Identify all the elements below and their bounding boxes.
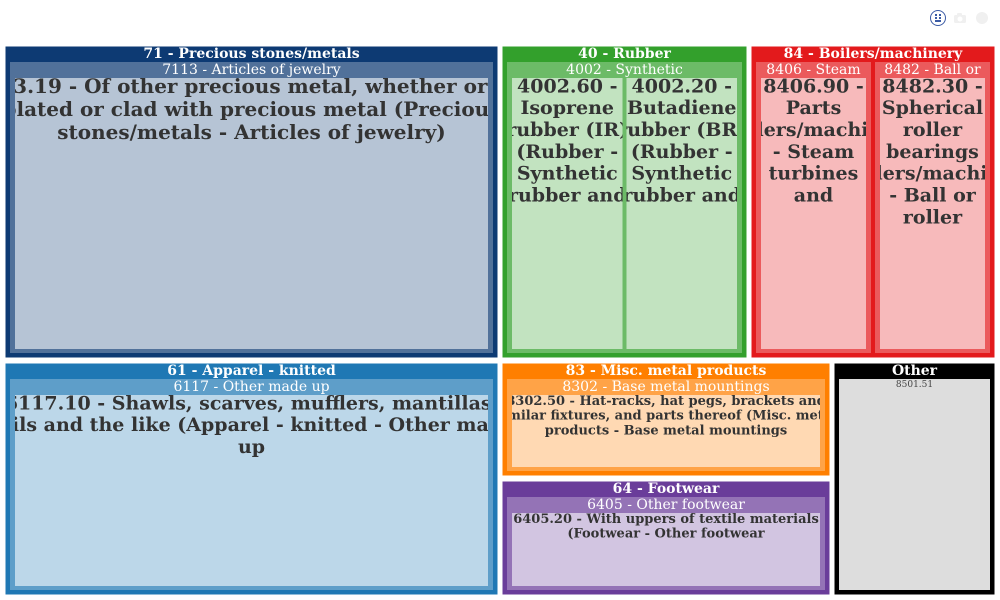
- leaf-label: 8302.50 - Hat-racks, hat pegs, brackets …: [495, 394, 837, 439]
- leaf-rect[interactable]: [839, 379, 990, 590]
- subgroup-label: 6117 - Other made up: [173, 379, 329, 395]
- group-label: 64 - Footwear: [613, 481, 720, 497]
- subgroup-label: 8482 - Ball or: [884, 62, 981, 78]
- leaf-rect[interactable]: [880, 78, 985, 349]
- leaf-label: 7113.19 - Of other precious metal, wheth…: [0, 74, 532, 144]
- subgroup-label: 7113 - Articles of jewelry: [162, 62, 341, 78]
- subgroup-label: 8406 - Steam: [766, 62, 860, 78]
- leaf-label: 8482.30 -Sphericalrollerbearings(Boilers…: [831, 75, 1000, 228]
- leaf-rect[interactable]: [512, 78, 623, 349]
- leaf-rect[interactable]: [761, 78, 866, 349]
- group-label: 61 - Apparel - knitted: [167, 363, 336, 379]
- zoom-icon[interactable]: [974, 10, 990, 26]
- subgroup-label: 4002 - Synthetic: [566, 62, 683, 78]
- leaf-rect[interactable]: [512, 395, 820, 467]
- group-label: Other: [892, 363, 938, 379]
- leaf-label: 6117.10 - Shawls, scarves, mufflers, man…: [0, 392, 514, 458]
- leaf-rect[interactable]: [626, 78, 738, 349]
- modebar: [930, 10, 990, 26]
- leaf-label: 6405.20 - With uppers of textile materia…: [513, 512, 819, 542]
- subgroup-label: 6405 - Other footwear: [587, 497, 745, 513]
- group-label: 84 - Boilers/machinery: [784, 46, 963, 62]
- subgroup-label: 8302 - Base metal mountings: [562, 379, 769, 395]
- leaf-label: 8501.51: [896, 380, 933, 390]
- leaf-rect[interactable]: [15, 78, 488, 349]
- camera-icon[interactable]: [952, 10, 968, 26]
- leaf-rect[interactable]: [15, 395, 488, 586]
- plotly-logo-icon[interactable]: [930, 10, 946, 26]
- group-label: 71 - Precious stones/metals: [143, 46, 359, 62]
- group-label: 40 - Rubber: [578, 46, 671, 62]
- group-label: 83 - Misc. metal products: [566, 363, 767, 379]
- leaf-rect[interactable]: [512, 513, 820, 586]
